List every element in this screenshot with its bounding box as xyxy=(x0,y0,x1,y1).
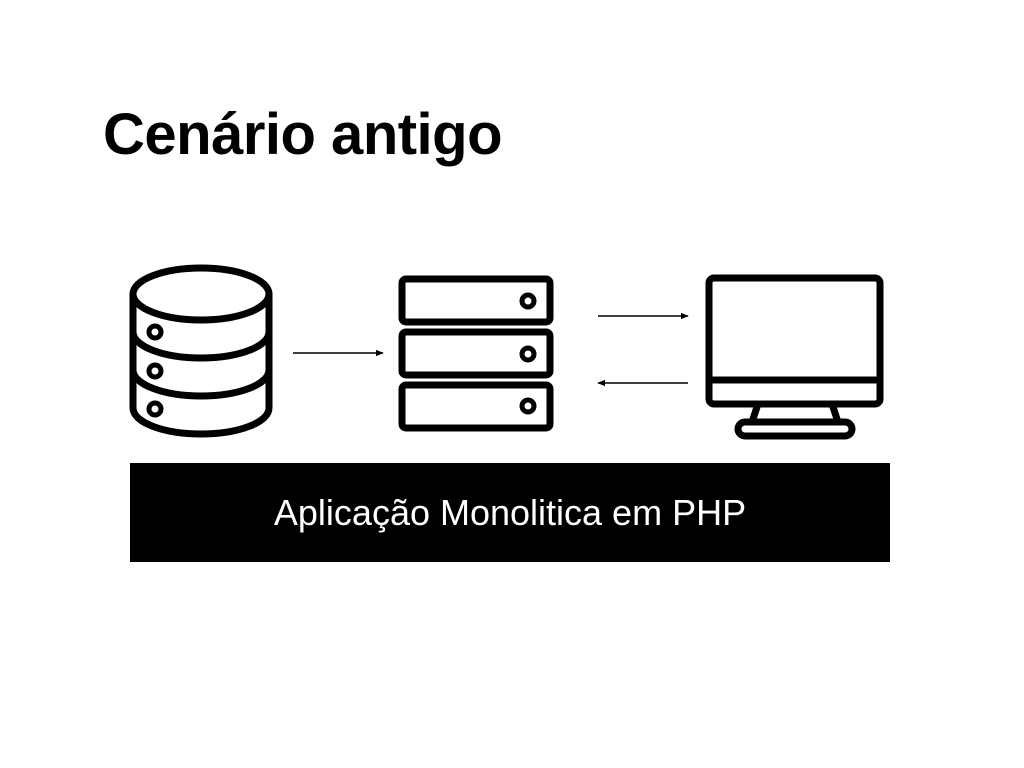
monitor-icon xyxy=(705,274,884,440)
server-rack-icon xyxy=(398,275,554,432)
application-label: Aplicação Monolitica em PHP xyxy=(273,491,747,533)
slide-title: Cenário antigo xyxy=(103,102,503,167)
application-banner: Aplicação Monolitica em PHP xyxy=(130,463,890,562)
database-icon xyxy=(129,264,273,438)
